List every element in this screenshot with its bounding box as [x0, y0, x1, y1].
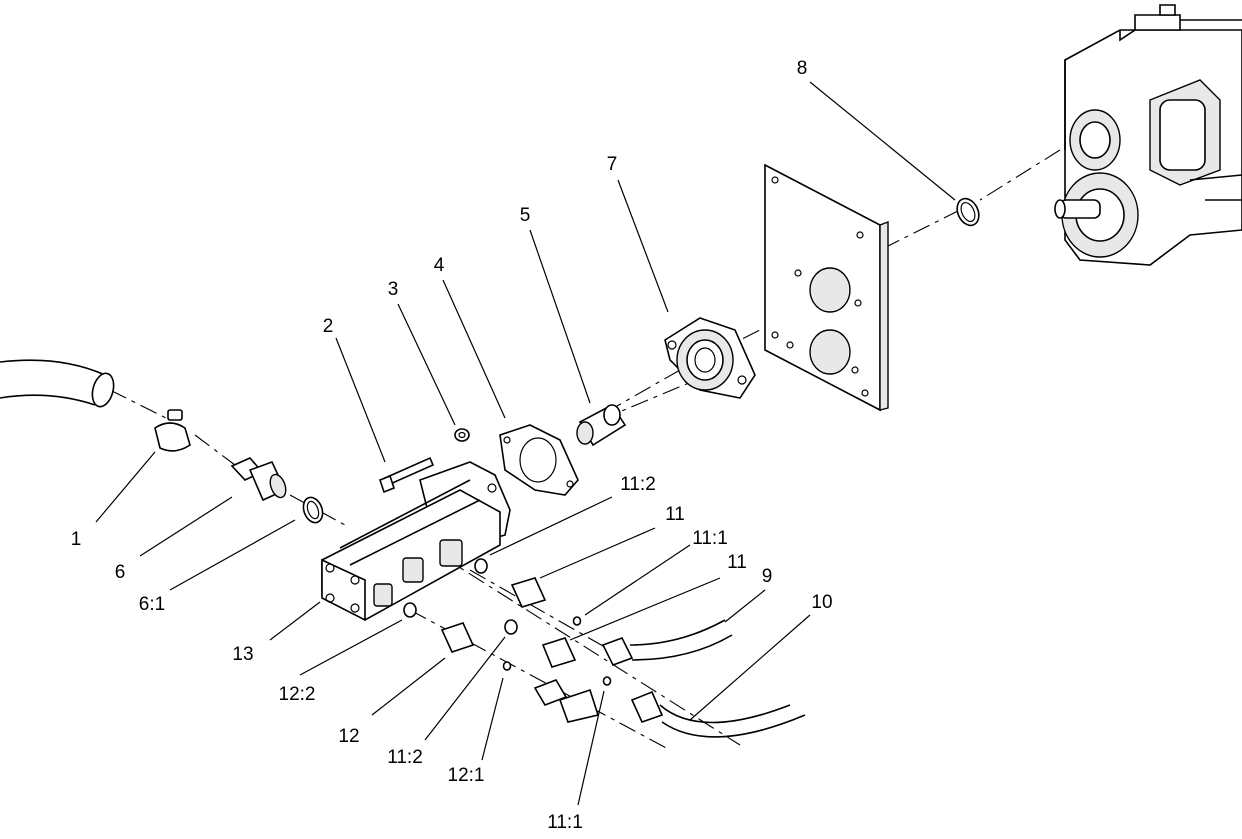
callout-12: 12	[338, 726, 359, 747]
callout-9: 9	[762, 566, 773, 587]
callout-11-top: 11	[665, 504, 685, 525]
callout-10: 10	[811, 592, 832, 613]
callout-11-1-bottom: 11:1	[547, 812, 583, 833]
o-ring-part-6-1	[302, 496, 324, 524]
callout-5: 5	[520, 205, 531, 226]
callout-12-2: 12:2	[279, 684, 316, 705]
callout-3: 3	[388, 279, 399, 300]
coupler-part-5	[576, 403, 627, 447]
callout-2: 2	[323, 316, 334, 337]
callout-11-mid: 11	[727, 552, 747, 573]
callout-1: 1	[71, 529, 82, 550]
gear-pump-part-13	[321, 461, 511, 622]
flange-bearing-part-7	[664, 317, 756, 399]
engine-housing	[1054, 4, 1242, 266]
callout-13: 13	[232, 644, 253, 665]
fittings-and-o-rings	[403, 558, 612, 723]
callout-11-1-top: 11:1	[692, 528, 728, 549]
hose-part-1	[0, 359, 191, 452]
callout-6-1: 6:1	[139, 594, 165, 615]
callout-7: 7	[607, 154, 618, 175]
callout-8: 8	[797, 58, 808, 79]
bolt-part-2	[379, 456, 435, 494]
hydraulic-line-part-10	[630, 690, 806, 738]
mounting-plate	[764, 163, 889, 412]
callout-12-1: 12:1	[448, 765, 485, 786]
callout-11-2-bottom: 11:2	[387, 747, 423, 768]
gasket-part-4	[499, 424, 579, 496]
callout-11-2-top: 11:2	[620, 474, 656, 495]
hydraulic-line-part-9	[601, 619, 733, 666]
o-ring-part-8	[956, 197, 980, 227]
callout-6: 6	[115, 562, 126, 583]
callout-4: 4	[434, 255, 445, 276]
washer-part-3	[454, 428, 470, 442]
callout-labels: 1 6 6:1 13 2 3 4 5 7 8 11:2 11 11:1 11 9…	[71, 58, 833, 833]
leader-lines	[95, 81, 956, 806]
fitting-part-6	[230, 457, 287, 502]
